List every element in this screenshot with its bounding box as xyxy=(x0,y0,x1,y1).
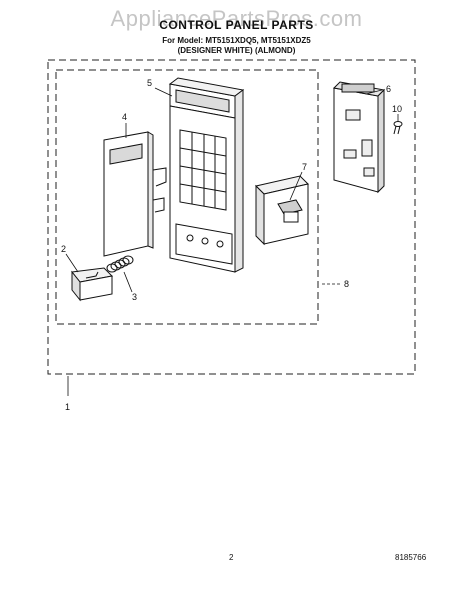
callout-3: 3 xyxy=(132,292,137,302)
color-line: (DESIGNER WHITE) (ALMOND) xyxy=(177,46,296,55)
keypad-grid xyxy=(179,129,227,211)
inner-dashed-boundary xyxy=(55,69,319,325)
callout-8: 8 xyxy=(344,279,349,289)
callout-7: 7 xyxy=(302,162,307,172)
outer-dashed-boundary xyxy=(47,59,416,375)
callout-5: 5 xyxy=(147,78,152,88)
front-panel-overlay xyxy=(103,131,167,257)
leader-lines xyxy=(65,87,399,396)
spring xyxy=(106,255,134,273)
document-number: 8185766 xyxy=(395,553,427,562)
callout-10: 10 xyxy=(392,104,402,114)
control-panel-frame xyxy=(168,77,245,273)
latch-bracket xyxy=(255,175,309,246)
control-board xyxy=(332,81,386,194)
callout-2: 2 xyxy=(61,244,66,254)
page-number: 2 xyxy=(229,553,234,562)
diagram-title: CONTROL PANEL PARTS xyxy=(159,18,314,32)
release-button xyxy=(71,267,114,302)
callout-1: 1 xyxy=(65,402,70,412)
callout-6: 6 xyxy=(386,84,391,94)
model-line: For Model: MT5151XDQ5, MT5151XDZ5 xyxy=(162,36,311,45)
callout-4: 4 xyxy=(122,112,127,122)
screw xyxy=(393,121,403,135)
